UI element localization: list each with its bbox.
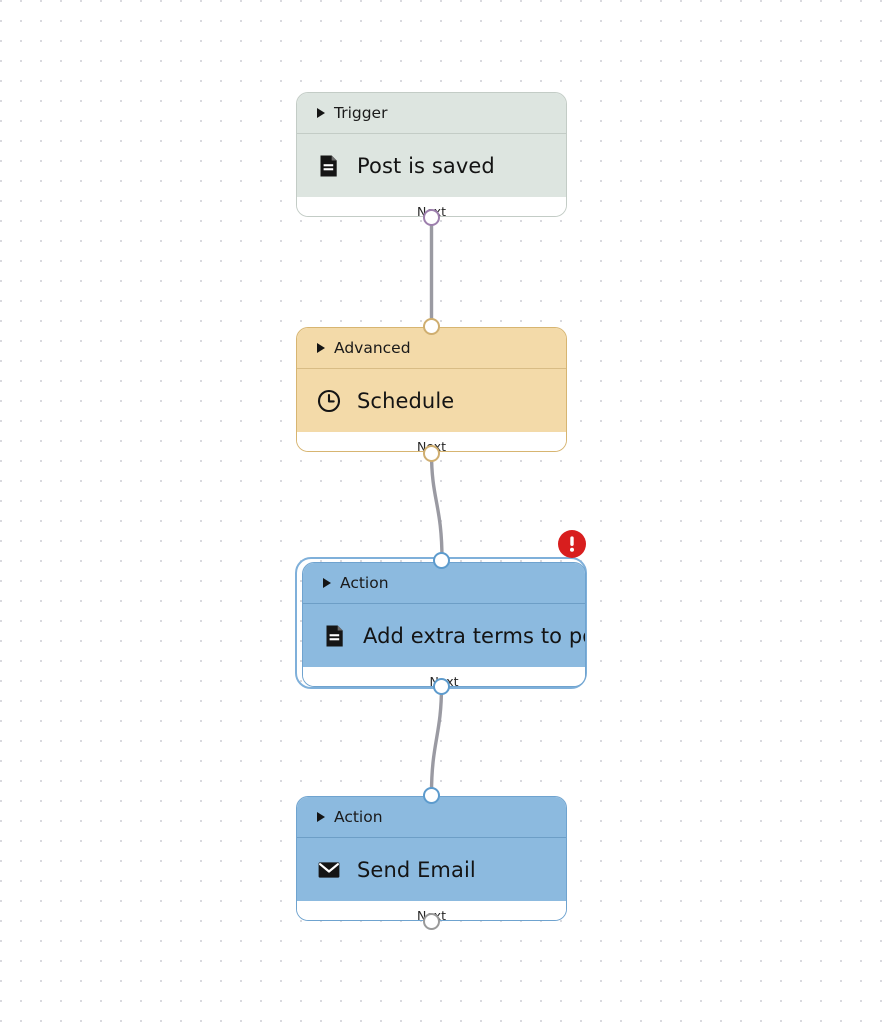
node-divider: [297, 368, 566, 369]
workflow-node-action-send-email[interactable]: Action Send Email Next: [296, 796, 567, 921]
node-body[interactable]: Post is saved: [297, 134, 566, 197]
port-out-action-add-extra-terms[interactable]: [433, 678, 450, 695]
node-category-label: Action: [334, 808, 383, 826]
node-title: Send Email: [357, 857, 476, 882]
node-title: Add extra terms to post: [363, 623, 585, 648]
node-header[interactable]: Action: [303, 563, 585, 603]
expand-triangle-icon[interactable]: [317, 812, 325, 822]
workflow-node-advanced[interactable]: Advanced Schedule Next: [296, 327, 567, 452]
error-exclamation-icon: [570, 536, 574, 552]
expand-triangle-icon[interactable]: [317, 108, 325, 118]
port-out-advanced[interactable]: [423, 445, 440, 462]
workflow-node-action-add-extra-terms[interactable]: Action Add extra terms to post Next: [302, 562, 586, 687]
expand-triangle-icon[interactable]: [317, 343, 325, 353]
envelope-icon: [317, 858, 341, 882]
node-title: Post is saved: [357, 153, 495, 178]
document-icon: [323, 624, 347, 648]
node-header[interactable]: Trigger: [297, 93, 566, 133]
port-out-trigger[interactable]: [423, 209, 440, 226]
node-category-label: Advanced: [334, 339, 411, 357]
node-error-badge[interactable]: [558, 530, 586, 558]
edge-advanced-to-action: [429, 451, 444, 562]
node-category-label: Trigger: [334, 104, 388, 122]
node-body[interactable]: Add extra terms to post: [303, 604, 585, 667]
node-body[interactable]: Send Email: [297, 838, 566, 901]
node-title: Schedule: [357, 388, 455, 413]
workflow-node-trigger[interactable]: Trigger Post is saved Next: [296, 92, 567, 217]
port-in-action-add-extra-terms[interactable]: [433, 552, 450, 569]
port-in-action-send-email[interactable]: [423, 787, 440, 804]
node-divider: [297, 133, 566, 134]
node-divider: [297, 837, 566, 838]
clock-icon: [317, 389, 341, 413]
edge-action-to-send-email: [429, 684, 444, 796]
document-icon: [317, 154, 341, 178]
expand-triangle-icon[interactable]: [323, 578, 331, 588]
node-category-label: Action: [340, 574, 389, 592]
node-body[interactable]: Schedule: [297, 369, 566, 432]
port-out-action-send-email[interactable]: [423, 913, 440, 930]
node-divider: [303, 603, 585, 604]
port-in-advanced[interactable]: [423, 318, 440, 335]
